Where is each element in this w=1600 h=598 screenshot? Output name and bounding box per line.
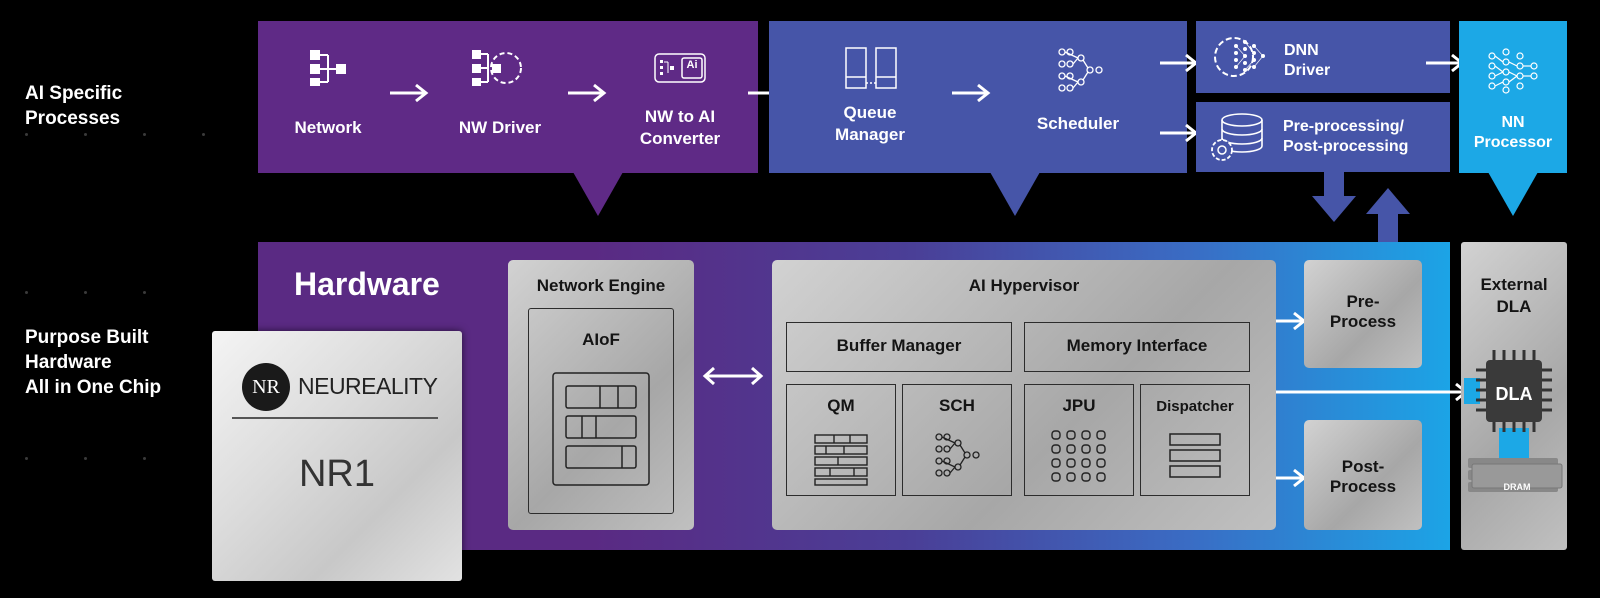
nw-to-ai-converter-icon: Ai [654, 53, 706, 83]
pre-process-block [1304, 260, 1422, 368]
chip-divider [232, 417, 438, 419]
decor-dot [143, 457, 146, 460]
dispatcher-label: Dispatcher [1156, 398, 1234, 415]
arrow-right-icon [952, 83, 991, 103]
sch-label: SCH [939, 396, 975, 415]
aiof-buffer-icon [552, 372, 650, 486]
decor-dot [25, 291, 28, 294]
decor-dot [84, 457, 87, 460]
dnn-driver-label: DNN Driver [1284, 42, 1331, 79]
ai-specific-processes-label: AI Specific Processes [25, 83, 123, 129]
decor-dot [25, 457, 28, 460]
software-network-block [258, 21, 758, 173]
buffer-manager-label: Buffer Manager [836, 336, 962, 355]
jpu-grid-icon [1051, 430, 1106, 482]
scheduler-tree-icon [935, 433, 980, 477]
network-label: Network [294, 118, 362, 137]
hardware-title: Hardware [294, 266, 440, 302]
aiof-label: AIoF [582, 330, 620, 349]
decor-dot [143, 133, 146, 136]
pre-post-processing-label: Pre-processing/ Post-processing [1283, 118, 1409, 155]
sch-block [902, 384, 1012, 496]
brand-name: NEUREALITY [298, 373, 438, 399]
post-process-block [1304, 420, 1422, 530]
nw-driver-label: NW Driver [458, 118, 542, 137]
scheduler-tree-icon [1058, 48, 1103, 92]
queue-manager-label: Queue Manager [835, 103, 905, 144]
dla-label: DLA [1495, 384, 1533, 404]
ai-badge-text: Ai [686, 59, 698, 71]
dispatcher-block [1140, 384, 1250, 496]
neural-network-icon [1488, 48, 1538, 94]
dnn-driver-block [1196, 21, 1450, 93]
purpose-built-hardware-label: Purpose Built Hardware All in One Chip [25, 327, 162, 398]
queue-manager-icon [845, 47, 897, 89]
arrow-right-icon [390, 83, 429, 103]
jpu-label: JPU [1062, 396, 1096, 415]
aiof-block [528, 308, 674, 514]
bidirectional-arrow-icon [702, 366, 764, 386]
memory-interface-label: Memory Interface [1066, 336, 1208, 355]
ai-hypervisor-label: AI Hypervisor [968, 276, 1080, 295]
decor-dot [202, 133, 205, 136]
scheduler-label: Scheduler [1036, 114, 1120, 133]
external-dla-label: External DLA [1480, 275, 1548, 316]
neureality-logo-icon: NR [242, 363, 290, 411]
post-process-label: Post- Process [1329, 457, 1397, 496]
dispatcher-stack-icon [1169, 433, 1221, 478]
cyan-callout-pointer [1488, 172, 1538, 216]
decor-dot [84, 133, 87, 136]
pre-process-label: Pre- Process [1329, 292, 1397, 331]
arrow-down-icon [1312, 172, 1356, 222]
decor-dot [84, 291, 87, 294]
qm-block [786, 384, 896, 496]
decor-dot [25, 133, 28, 136]
nw-to-ai-converter-label: NW to AI Converter [639, 107, 721, 148]
dnn-driver-gear-icon [1214, 37, 1265, 77]
memory-interface-block [1024, 322, 1250, 372]
network-icon [310, 50, 346, 86]
blue-callout-pointer [990, 172, 1040, 216]
dram-label: DRAM [1503, 482, 1531, 492]
purple-callout-pointer [573, 172, 623, 216]
arrow-up-icon [1366, 188, 1410, 244]
arrow-right-icon [568, 83, 607, 103]
decor-dot [143, 291, 146, 294]
nn-processor-block [1459, 21, 1567, 173]
dla-chip-icon [1464, 350, 1563, 492]
chip-name: NR1 [298, 453, 376, 495]
queue-stack-icon [814, 434, 868, 486]
nw-driver-gear-icon [472, 50, 522, 86]
queue-scheduler-block [769, 21, 1187, 173]
database-gear-icon [1211, 113, 1263, 161]
jpu-block [1024, 384, 1134, 496]
network-engine-label: Network Engine [536, 276, 666, 295]
nn-processor-label: NN Processor [1473, 114, 1553, 151]
buffer-manager-block [786, 322, 1012, 372]
qm-label: QM [827, 396, 855, 415]
arrow-to-dla-icon [1276, 382, 1469, 402]
